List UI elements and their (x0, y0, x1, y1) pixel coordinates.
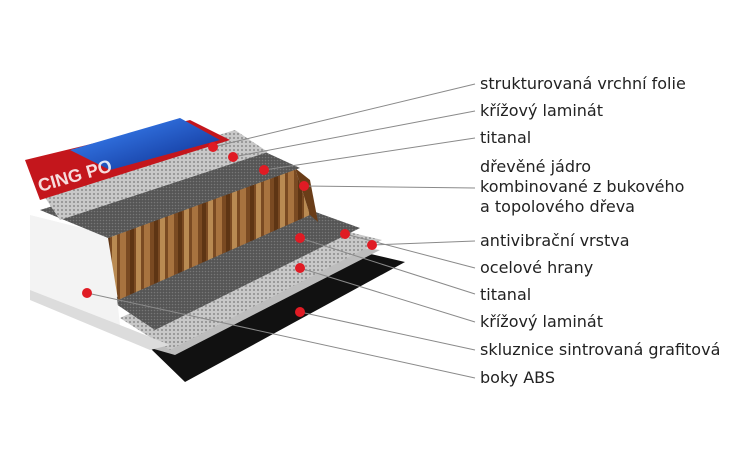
label-wood-core: dřevěné jádro kombinované z bukového a t… (480, 157, 684, 217)
base-layer (150, 248, 405, 382)
label-titanal-upper: titanal (480, 128, 532, 147)
label-cross-laminate-upper: křížový laminát (480, 101, 603, 120)
label-abs-sides: boky ABS (480, 368, 555, 387)
marker-dot (340, 229, 350, 239)
abs-sidewall (30, 215, 120, 325)
marker-dot (367, 240, 377, 250)
marker-dot (295, 263, 305, 273)
label-wood-core-line-3: a topolového dřeva (480, 197, 635, 216)
lower-laminate-layer (120, 225, 382, 350)
leader-lines (86, 83, 476, 379)
label-top-foil: strukturovaná vrchní folie (480, 74, 686, 93)
wood-core (108, 168, 310, 300)
label-wood-core-line-2: kombinované z bukového (480, 177, 685, 196)
label-antivibration: antivibrační vrstva (480, 231, 630, 250)
marker-dot (228, 152, 238, 162)
marker-dots (82, 142, 377, 317)
top-foil-blue (70, 118, 220, 170)
label-cross-laminate-lower: křížový laminát (480, 312, 603, 331)
upper-laminate-layer (40, 130, 268, 220)
marker-dot (295, 307, 305, 317)
label-base: skluznice sintrovaná grafitová (480, 340, 721, 359)
label-steel-edges: ocelové hrany (480, 258, 594, 277)
marker-dot (82, 288, 92, 298)
marker-dot (259, 165, 269, 175)
label-wood-core-line-1: dřevěné jádro (480, 157, 592, 176)
label-titanal-lower: titanal (480, 285, 532, 304)
marker-dot (299, 181, 309, 191)
upper-titanal-layer (40, 145, 300, 238)
marker-dot (295, 233, 305, 243)
marker-dot (208, 142, 218, 152)
